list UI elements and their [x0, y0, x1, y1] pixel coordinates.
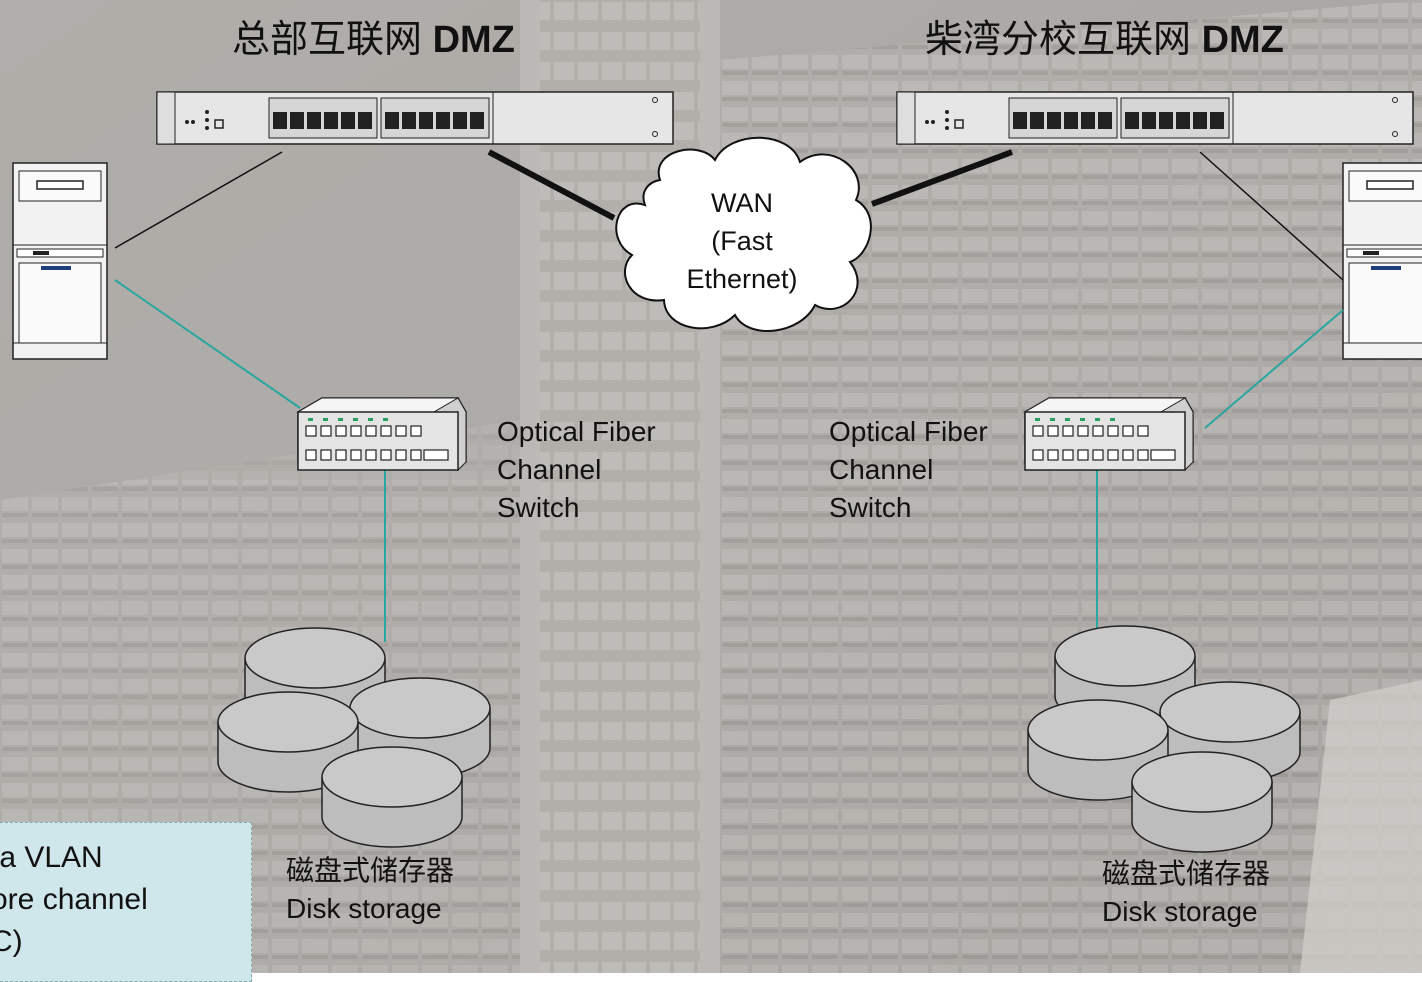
vlan-note-line3: C) — [0, 925, 23, 958]
hq-disk-label-en: Disk storage — [286, 893, 442, 924]
hq-wan-link — [487, 149, 616, 221]
branch-dmz-switch — [897, 92, 1413, 144]
hq-fiber-switch-label: Optical Fiber Channel Switch — [497, 413, 656, 527]
hq-dmz-title: 总部互联网 DMZ — [232, 8, 515, 63]
branch-fiber-switch-label-line3: Switch — [829, 492, 912, 523]
branch-server-fiber-link — [1204, 309, 1344, 429]
hq-server-ethernet-link — [114, 151, 283, 249]
hq-dmz-switch — [157, 92, 673, 144]
branch-disk-label: 磁盘式储存器 Disk storage — [1102, 855, 1270, 931]
branch-disk-label-en: Disk storage — [1102, 896, 1258, 927]
hq-disk-label: 磁盘式储存器 Disk storage — [286, 852, 454, 928]
hq-fiber-channel-switch — [297, 397, 467, 471]
branch-server-ethernet-link — [1199, 151, 1344, 281]
vlan-note-box: ta VLAN ore channel C) — [0, 822, 252, 982]
branch-dmz-title-cn: 柴湾分校互联网 — [925, 19, 1192, 61]
hq-fiber-switch-label-line3: Switch — [497, 492, 580, 523]
branch-fiber-switch-label-line2: Channel — [829, 454, 934, 485]
wan-label-line2: (Fast — [711, 226, 773, 256]
wan-label-line3: Ethernet) — [686, 264, 798, 294]
vlan-note-line1: ta VLAN — [0, 841, 103, 874]
branch-dmz-title-bold: DMZ — [1201, 19, 1284, 61]
branch-fiber-switch-label-line1: Optical Fiber — [829, 416, 988, 447]
hq-fiber-switch-label-line2: Channel — [497, 454, 602, 485]
wan-cloud — [615, 136, 872, 332]
branch-disk-label-cn: 磁盘式储存器 — [1102, 858, 1271, 889]
branch-fiber-channel-switch — [1024, 397, 1194, 471]
branch-server — [1342, 162, 1422, 360]
hq-server-fiber-link — [114, 279, 301, 409]
hq-server — [12, 162, 108, 360]
branch-fiber-switch-label: Optical Fiber Channel Switch — [829, 413, 988, 527]
hq-fiber-switch-label-line1: Optical Fiber — [497, 416, 656, 447]
hq-dmz-title-cn: 总部互联网 — [232, 19, 423, 61]
hq-disk-label-cn: 磁盘式储存器 — [286, 855, 455, 886]
branch-wan-link — [870, 149, 1014, 207]
branch-disk-storage — [1027, 625, 1301, 853]
branch-dmz-title: 柴湾分校互联网 DMZ — [925, 8, 1284, 63]
hq-disk-storage — [217, 627, 491, 848]
hq-dmz-title-bold: DMZ — [432, 19, 515, 61]
wan-label: WAN (Fast Ethernet) — [672, 184, 812, 298]
vlan-note-line2: ore channel — [0, 883, 148, 916]
wan-label-line1: WAN — [711, 188, 773, 218]
